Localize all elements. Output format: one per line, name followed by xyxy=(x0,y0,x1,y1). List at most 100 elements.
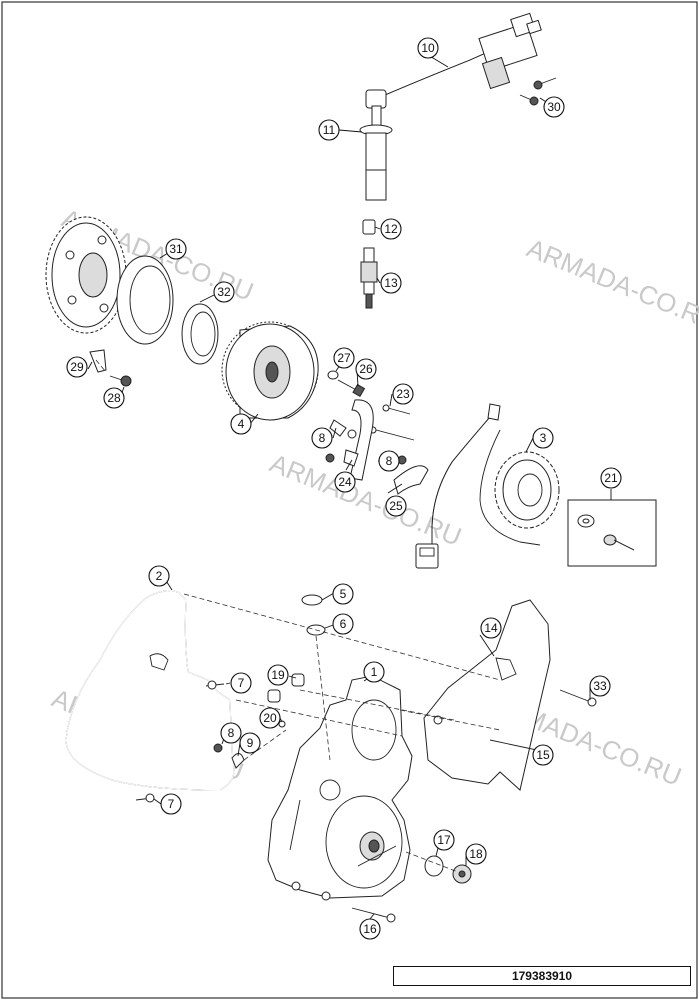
bolts-30 xyxy=(519,77,557,106)
svg-text:31: 31 xyxy=(169,242,183,256)
plug-5 xyxy=(301,594,323,606)
svg-text:20: 20 xyxy=(263,711,277,725)
parts-19 xyxy=(267,673,305,703)
watermark: ARMADA-CO.RU xyxy=(523,233,699,337)
callout-9: 9 xyxy=(239,732,261,754)
callout-11: 11 xyxy=(318,119,340,141)
svg-text:7: 7 xyxy=(238,676,245,690)
bearing-32 xyxy=(181,303,219,365)
callout-20: 20 xyxy=(259,707,281,729)
callout-27: 27 xyxy=(333,347,355,369)
callout-6: 6 xyxy=(332,613,354,635)
screws-7 xyxy=(135,680,225,803)
svg-text:16: 16 xyxy=(363,922,377,936)
bolt-16 xyxy=(351,907,396,923)
svg-text:15: 15 xyxy=(536,748,550,762)
svg-text:8: 8 xyxy=(319,431,326,445)
spark-plug-13 xyxy=(360,247,378,309)
callout-8: 8 xyxy=(378,450,400,472)
svg-text:3: 3 xyxy=(540,431,547,445)
callout-1: 1 xyxy=(363,661,385,683)
svg-text:12: 12 xyxy=(384,222,398,236)
stator xyxy=(415,403,560,569)
callout-24: 24 xyxy=(334,471,356,493)
bracket-24 xyxy=(329,399,374,481)
sensor-25 xyxy=(393,465,429,495)
callout-3: 3 xyxy=(532,427,554,449)
svg-text:10: 10 xyxy=(421,41,435,55)
svg-text:18: 18 xyxy=(469,847,483,861)
oring-17 xyxy=(424,855,444,877)
svg-text:24: 24 xyxy=(338,475,352,489)
callout-14: 14 xyxy=(480,617,502,639)
svg-text:21: 21 xyxy=(604,471,618,485)
svg-text:32: 32 xyxy=(217,285,231,299)
callout-19: 19 xyxy=(267,664,289,686)
diagram-code: 179383910 xyxy=(393,966,691,986)
svg-text:29: 29 xyxy=(70,360,84,374)
kit-box-21 xyxy=(567,499,657,567)
protection-cover xyxy=(423,599,597,791)
callout-8: 8 xyxy=(311,427,333,449)
svg-text:9: 9 xyxy=(247,736,254,750)
callout-28: 28 xyxy=(103,387,125,409)
callout-13: 13 xyxy=(380,272,402,294)
svg-text:4: 4 xyxy=(238,417,245,431)
svg-text:23: 23 xyxy=(396,387,410,401)
callout-15: 15 xyxy=(532,744,554,766)
gasket xyxy=(65,590,235,791)
svg-text:17: 17 xyxy=(437,833,451,847)
callout-12: 12 xyxy=(380,218,402,240)
svg-text:7: 7 xyxy=(168,797,175,811)
callout-7: 7 xyxy=(160,793,182,815)
callout-16: 16 xyxy=(359,918,381,940)
starter-gear xyxy=(45,216,127,334)
svg-text:27: 27 xyxy=(337,351,351,365)
callout-33: 33 xyxy=(589,675,611,697)
svg-text:6: 6 xyxy=(340,617,347,631)
callout-4: 4 xyxy=(230,413,252,435)
svg-text:30: 30 xyxy=(547,100,561,114)
rotor xyxy=(221,321,319,421)
svg-text:14: 14 xyxy=(484,621,498,635)
svg-text:8: 8 xyxy=(228,726,235,740)
nut-26 xyxy=(337,379,366,398)
svg-text:1: 1 xyxy=(371,665,378,679)
callout-8: 8 xyxy=(220,722,242,744)
svg-text:33: 33 xyxy=(593,679,607,693)
svg-text:11: 11 xyxy=(323,123,336,137)
assembly-lines xyxy=(95,359,501,873)
svg-text:2: 2 xyxy=(156,569,163,583)
callout-5: 5 xyxy=(332,583,354,605)
callout-10: 10 xyxy=(417,37,439,59)
callout-29: 29 xyxy=(66,356,88,378)
freewheel-31 xyxy=(116,255,174,345)
part-29 xyxy=(89,349,107,373)
spark-plug-cap xyxy=(359,89,393,201)
washer-27 xyxy=(327,370,339,380)
ignition-cover xyxy=(267,675,413,901)
callout-2: 2 xyxy=(148,565,170,587)
callout-30: 30 xyxy=(543,96,565,118)
callout-17: 17 xyxy=(433,829,455,851)
svg-text:19: 19 xyxy=(271,668,285,682)
callout-18: 18 xyxy=(465,843,487,865)
ignition-coil xyxy=(377,12,542,99)
callout-23: 23 xyxy=(392,383,414,405)
svg-text:25: 25 xyxy=(389,499,403,513)
callout-32: 32 xyxy=(213,281,235,303)
svg-text:28: 28 xyxy=(107,391,121,405)
svg-text:13: 13 xyxy=(384,276,398,290)
bolt-28 xyxy=(109,375,132,387)
callout-31: 31 xyxy=(165,238,187,260)
cap-18 xyxy=(452,864,472,884)
plug-nut-12 xyxy=(362,219,376,235)
callout-25: 25 xyxy=(385,495,407,517)
svg-text:8: 8 xyxy=(386,454,393,468)
callout-7: 7 xyxy=(230,672,252,694)
svg-text:26: 26 xyxy=(359,362,373,376)
callout-21: 21 xyxy=(600,467,622,489)
callout-26: 26 xyxy=(355,358,377,380)
